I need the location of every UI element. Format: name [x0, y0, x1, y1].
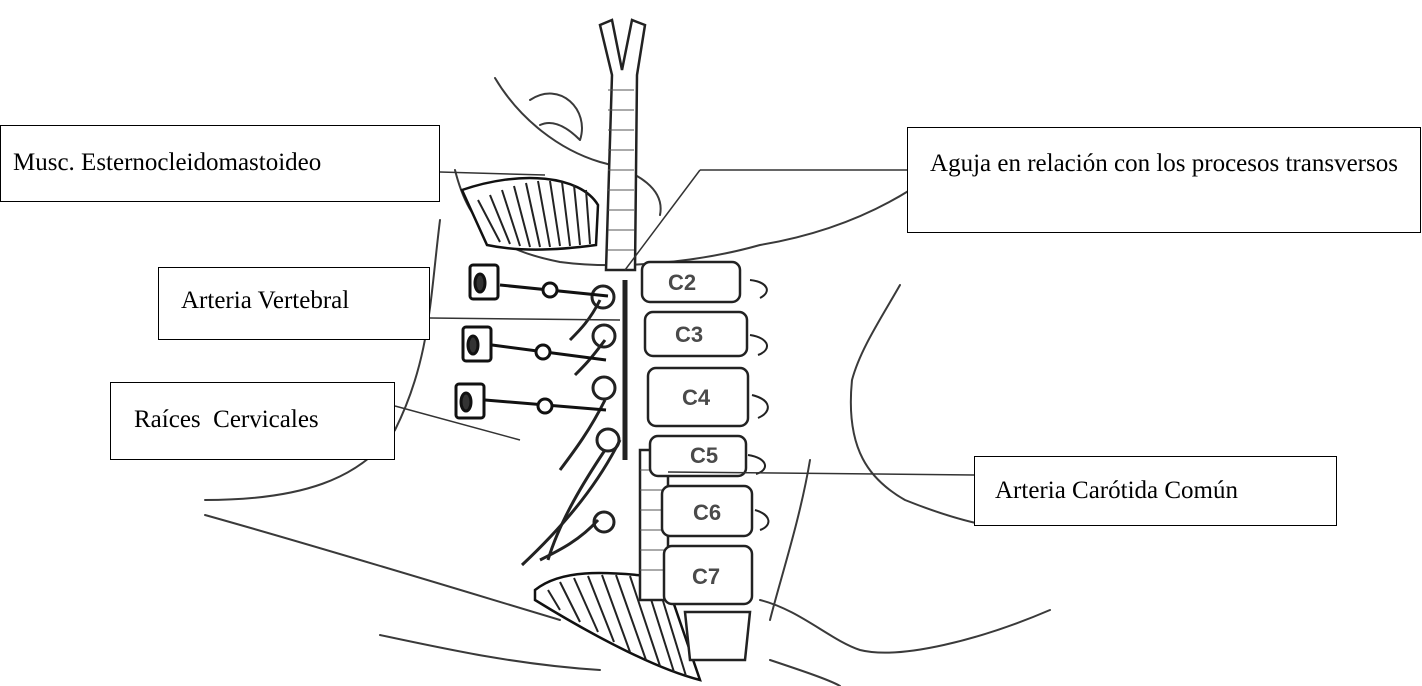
- label-aguja-text: Aguja en relación con los procesos trans…: [930, 150, 1398, 177]
- vertebra-label-c6: C6: [693, 500, 721, 525]
- neck-front-outline: [851, 285, 985, 525]
- label-arteria-carotida-text: Arteria Carótida Común: [995, 477, 1238, 504]
- nerve-roots: [522, 286, 620, 565]
- scm-muscle-upper: [462, 178, 598, 250]
- label-arteria-vertebral: Arteria Vertebral: [158, 267, 430, 340]
- label-aguja: Aguja en relación con los procesos trans…: [907, 127, 1421, 233]
- label-esternocleidomastoideo: Musc. Esternocleidomastoideo: [0, 125, 440, 202]
- chest-line: [380, 635, 600, 670]
- sternum-line: [770, 660, 840, 686]
- label-raices-cervicales: Raíces Cervicales: [110, 382, 395, 460]
- needles: [456, 265, 608, 418]
- vertebra-label-c2: C2: [668, 270, 696, 295]
- ear-outline: [530, 94, 582, 140]
- shoulder-line: [205, 515, 560, 620]
- label-arteria-vertebral-text: Arteria Vertebral: [181, 287, 349, 314]
- vertebra-label-c3: C3: [675, 322, 703, 347]
- label-raices-cervicales-text: Raíces Cervicales: [134, 406, 319, 433]
- label-arteria-carotida: Arteria Carótida Común: [974, 456, 1337, 526]
- clavicle-line: [760, 600, 1050, 653]
- upper-carotid-vessel: [600, 20, 645, 270]
- vertebra-label-c4: C4: [682, 385, 711, 410]
- vertebra-label-c7: C7: [692, 564, 720, 589]
- vertebra-label-c5: C5: [690, 443, 718, 468]
- label-esternocleidomastoideo-text: Musc. Esternocleidomastoideo: [13, 149, 321, 176]
- trachea-edge: [770, 460, 810, 620]
